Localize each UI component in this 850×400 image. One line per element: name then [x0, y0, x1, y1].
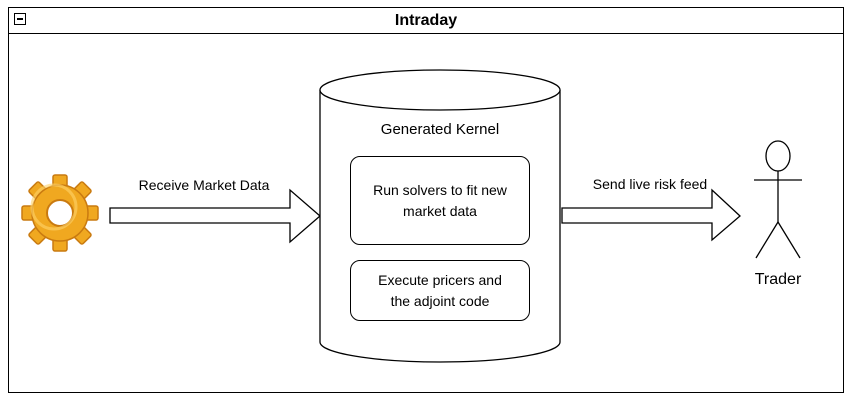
stick-figure-icon	[754, 140, 802, 259]
gear-icon	[21, 174, 99, 252]
send-risk-feed-label: Send live risk feed	[592, 176, 708, 192]
trader-label: Trader	[754, 271, 802, 288]
execute-pricers-box: Execute pricers and the adjoint code	[350, 260, 530, 321]
receive-market-data-label: Receive Market Data	[138, 177, 270, 193]
receive-arrow	[109, 188, 321, 244]
kernel-title: Generated Kernel	[380, 121, 500, 138]
collapse-icon[interactable]	[14, 13, 26, 25]
container-header: Intraday	[9, 8, 843, 34]
send-arrow	[561, 188, 741, 242]
container-title: Intraday	[394, 12, 458, 29]
run-solvers-box: Run solvers to fit new market data	[350, 156, 530, 245]
